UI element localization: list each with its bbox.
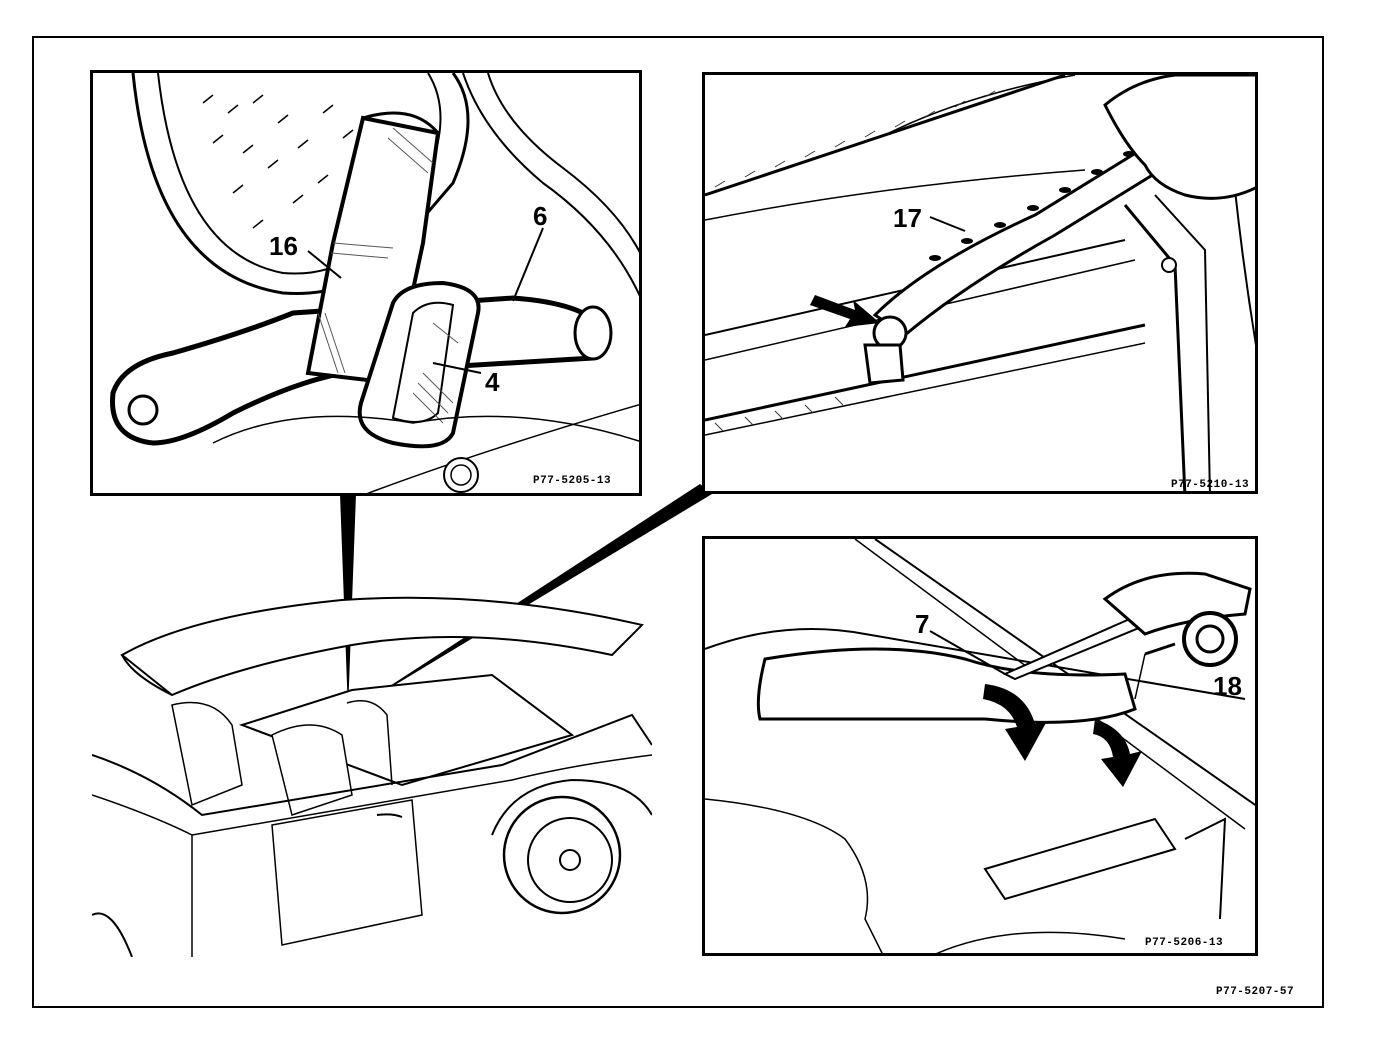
detail-panel-tension-strap: 17 P77-5210-13	[702, 72, 1258, 494]
panel-code: P77-5206-13	[1145, 937, 1224, 949]
detail-panel-strap: 16 6 4 P77-5205-13	[90, 70, 642, 496]
callout-6: 6	[533, 201, 548, 231]
callout-7: 7	[915, 609, 930, 639]
callout-18: 18	[1213, 671, 1242, 701]
detail-panel-tensioning-bow: 7 18 P77-5206-13	[702, 536, 1258, 956]
callout-4: 4	[485, 367, 500, 397]
figure-frame	[32, 36, 1324, 1008]
leader-wedge-right	[350, 484, 712, 712]
callout-16: 16	[269, 231, 298, 261]
tensioning-bow-illustration	[705, 539, 1255, 953]
panel-code: P77-5210-13	[1171, 479, 1250, 491]
figure-code: P77-5207-57	[1216, 986, 1295, 998]
panel-code: P77-5205-13	[533, 475, 612, 487]
car-overview-illustration	[92, 596, 652, 957]
callout-17: 17	[893, 203, 922, 233]
strap-illustration	[110, 73, 639, 493]
tension-strap-illustration	[705, 75, 1255, 491]
